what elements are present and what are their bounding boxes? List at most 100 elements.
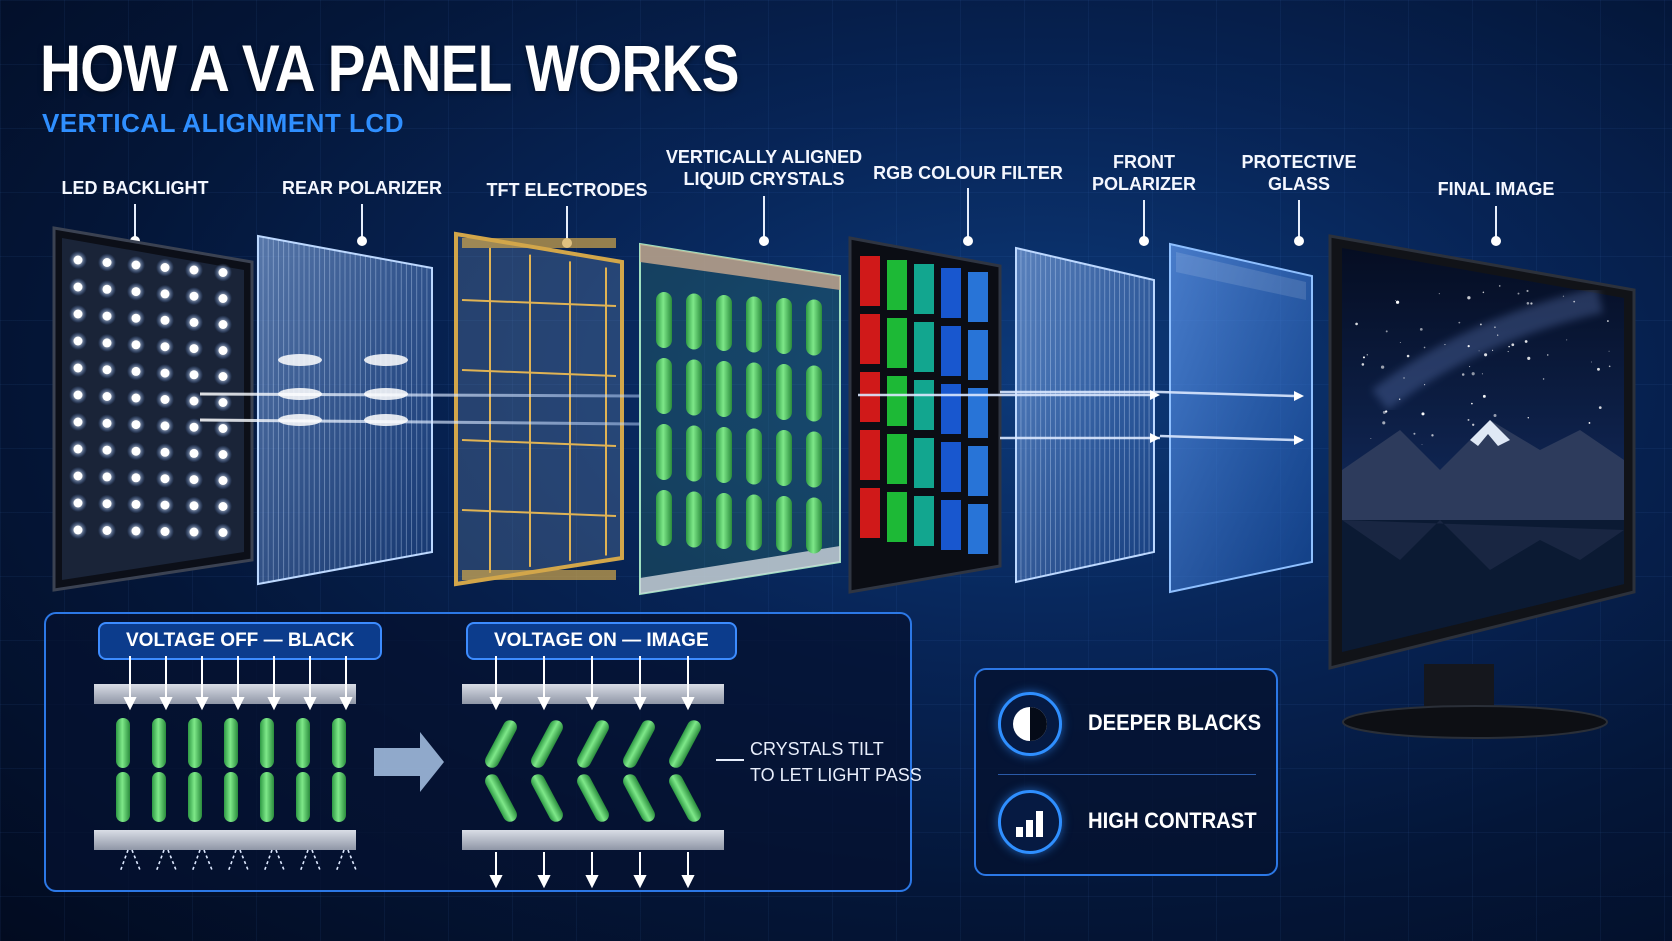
led-dot: [73, 309, 83, 319]
star: [1424, 384, 1426, 386]
star: [1399, 342, 1401, 344]
star: [1479, 323, 1482, 326]
led-dot: [102, 311, 112, 321]
star: [1597, 367, 1600, 371]
led-dot: [189, 317, 199, 327]
crystal-rod: [746, 362, 762, 419]
arrowhead: [123, 697, 137, 711]
scattered-light: [227, 849, 237, 873]
led-backlight-panel: [52, 226, 254, 592]
beam-arrowhead: [1150, 433, 1160, 443]
arrowhead: [681, 697, 695, 711]
star: [1573, 300, 1576, 303]
beam-glow: [364, 354, 408, 366]
crystal-rod-tilted: [531, 720, 563, 768]
star: [1482, 291, 1485, 294]
connector-dot: [1491, 236, 1501, 246]
crystal-rod-tilted: [623, 720, 655, 768]
star: [1385, 330, 1388, 333]
beam-glow: [278, 414, 322, 426]
star: [1494, 326, 1496, 329]
tft-electrodes-panel: [454, 231, 624, 587]
star: [1421, 443, 1423, 445]
led-dot: [73, 255, 83, 265]
led-dot: [218, 528, 228, 537]
crystal-rod-tilted: [577, 720, 609, 768]
led-dot: [102, 284, 112, 294]
arrowhead: [537, 697, 551, 711]
star: [1566, 339, 1568, 341]
scattered-light: [275, 849, 285, 871]
led-dot: [73, 498, 83, 508]
bar-chart-icon: [998, 790, 1062, 854]
beam-glow: [364, 414, 408, 426]
star: [1588, 422, 1591, 424]
crystal-rod: [656, 358, 672, 414]
label-protective-glass: PROTECTIVE GLASS: [1241, 152, 1357, 194]
connector-dot: [1294, 236, 1304, 246]
led-dot: [189, 396, 199, 406]
led-dot: [102, 526, 112, 535]
label-rgb-colour-filter: RGB COLOUR FILTER: [873, 163, 1063, 183]
star: [1498, 285, 1501, 287]
star: [1526, 302, 1530, 305]
star: [1431, 434, 1434, 437]
beam-arrowhead: [1294, 391, 1304, 401]
crystal-rod-tilted: [577, 774, 609, 822]
star: [1472, 423, 1475, 426]
star: [1355, 322, 1358, 326]
led-dot: [131, 393, 141, 403]
led-dot: [131, 366, 141, 376]
benefit-label: HIGH CONTRAST: [1088, 808, 1257, 833]
led-dot: [160, 395, 170, 404]
filter-cell: [941, 442, 961, 492]
crystal-rod-tilted: [623, 774, 655, 822]
crystal-rod: [188, 772, 202, 822]
star: [1438, 293, 1440, 295]
star: [1395, 300, 1397, 302]
arrowhead: [303, 697, 317, 711]
star: [1362, 356, 1365, 359]
crystal-rod: [716, 427, 732, 483]
star: [1484, 353, 1488, 357]
filter-cell: [914, 322, 934, 372]
crystal-rod-tilted: [485, 774, 517, 822]
led-dot: [218, 424, 228, 433]
star: [1526, 289, 1529, 293]
star: [1507, 351, 1509, 353]
benefits-box: DEEPER BLACKS HIGH CONTRAST: [974, 668, 1278, 876]
connector-tft-electrodes: [566, 206, 568, 240]
crystal-rod: [686, 425, 702, 482]
connector-dot: [357, 236, 367, 246]
crystals-tilt-callout: CRYSTALS TILT TO LET LIGHT PASS: [750, 739, 922, 785]
led-dot: [160, 289, 170, 299]
star: [1608, 350, 1610, 352]
light-beams: [199, 354, 1304, 445]
connector-final-image: [1495, 206, 1497, 238]
page-subtitle: VERTICAL ALIGNMENT LCD: [42, 108, 404, 138]
led-dot: [218, 398, 228, 407]
star: [1471, 372, 1475, 376]
scattered-light: [239, 849, 249, 871]
contrast-half-circle-icon: [998, 692, 1062, 756]
led-dot: [218, 294, 228, 303]
star: [1403, 377, 1405, 379]
beam-arrowhead: [1294, 435, 1304, 445]
star: [1382, 421, 1386, 425]
label-front-polarizer: FRONT POLARIZER: [1091, 152, 1196, 194]
filter-cell: [968, 504, 988, 554]
led-dot: [73, 363, 83, 373]
led-dot: [131, 499, 141, 509]
arrowhead: [681, 875, 695, 889]
led-dot: [160, 342, 170, 352]
crystal-rod: [656, 490, 672, 546]
star: [1423, 346, 1426, 349]
led-dot: [218, 502, 228, 511]
crystal-rod-tilted: [485, 720, 517, 768]
crystal-rod: [746, 296, 762, 353]
benefit-high-contrast: HIGH CONTRAST: [998, 790, 1258, 860]
benefit-deeper-blacks: DEEPER BLACKS: [998, 692, 1261, 762]
crystal-rod: [746, 428, 762, 485]
star: [1385, 410, 1388, 413]
filter-cell: [914, 380, 934, 430]
